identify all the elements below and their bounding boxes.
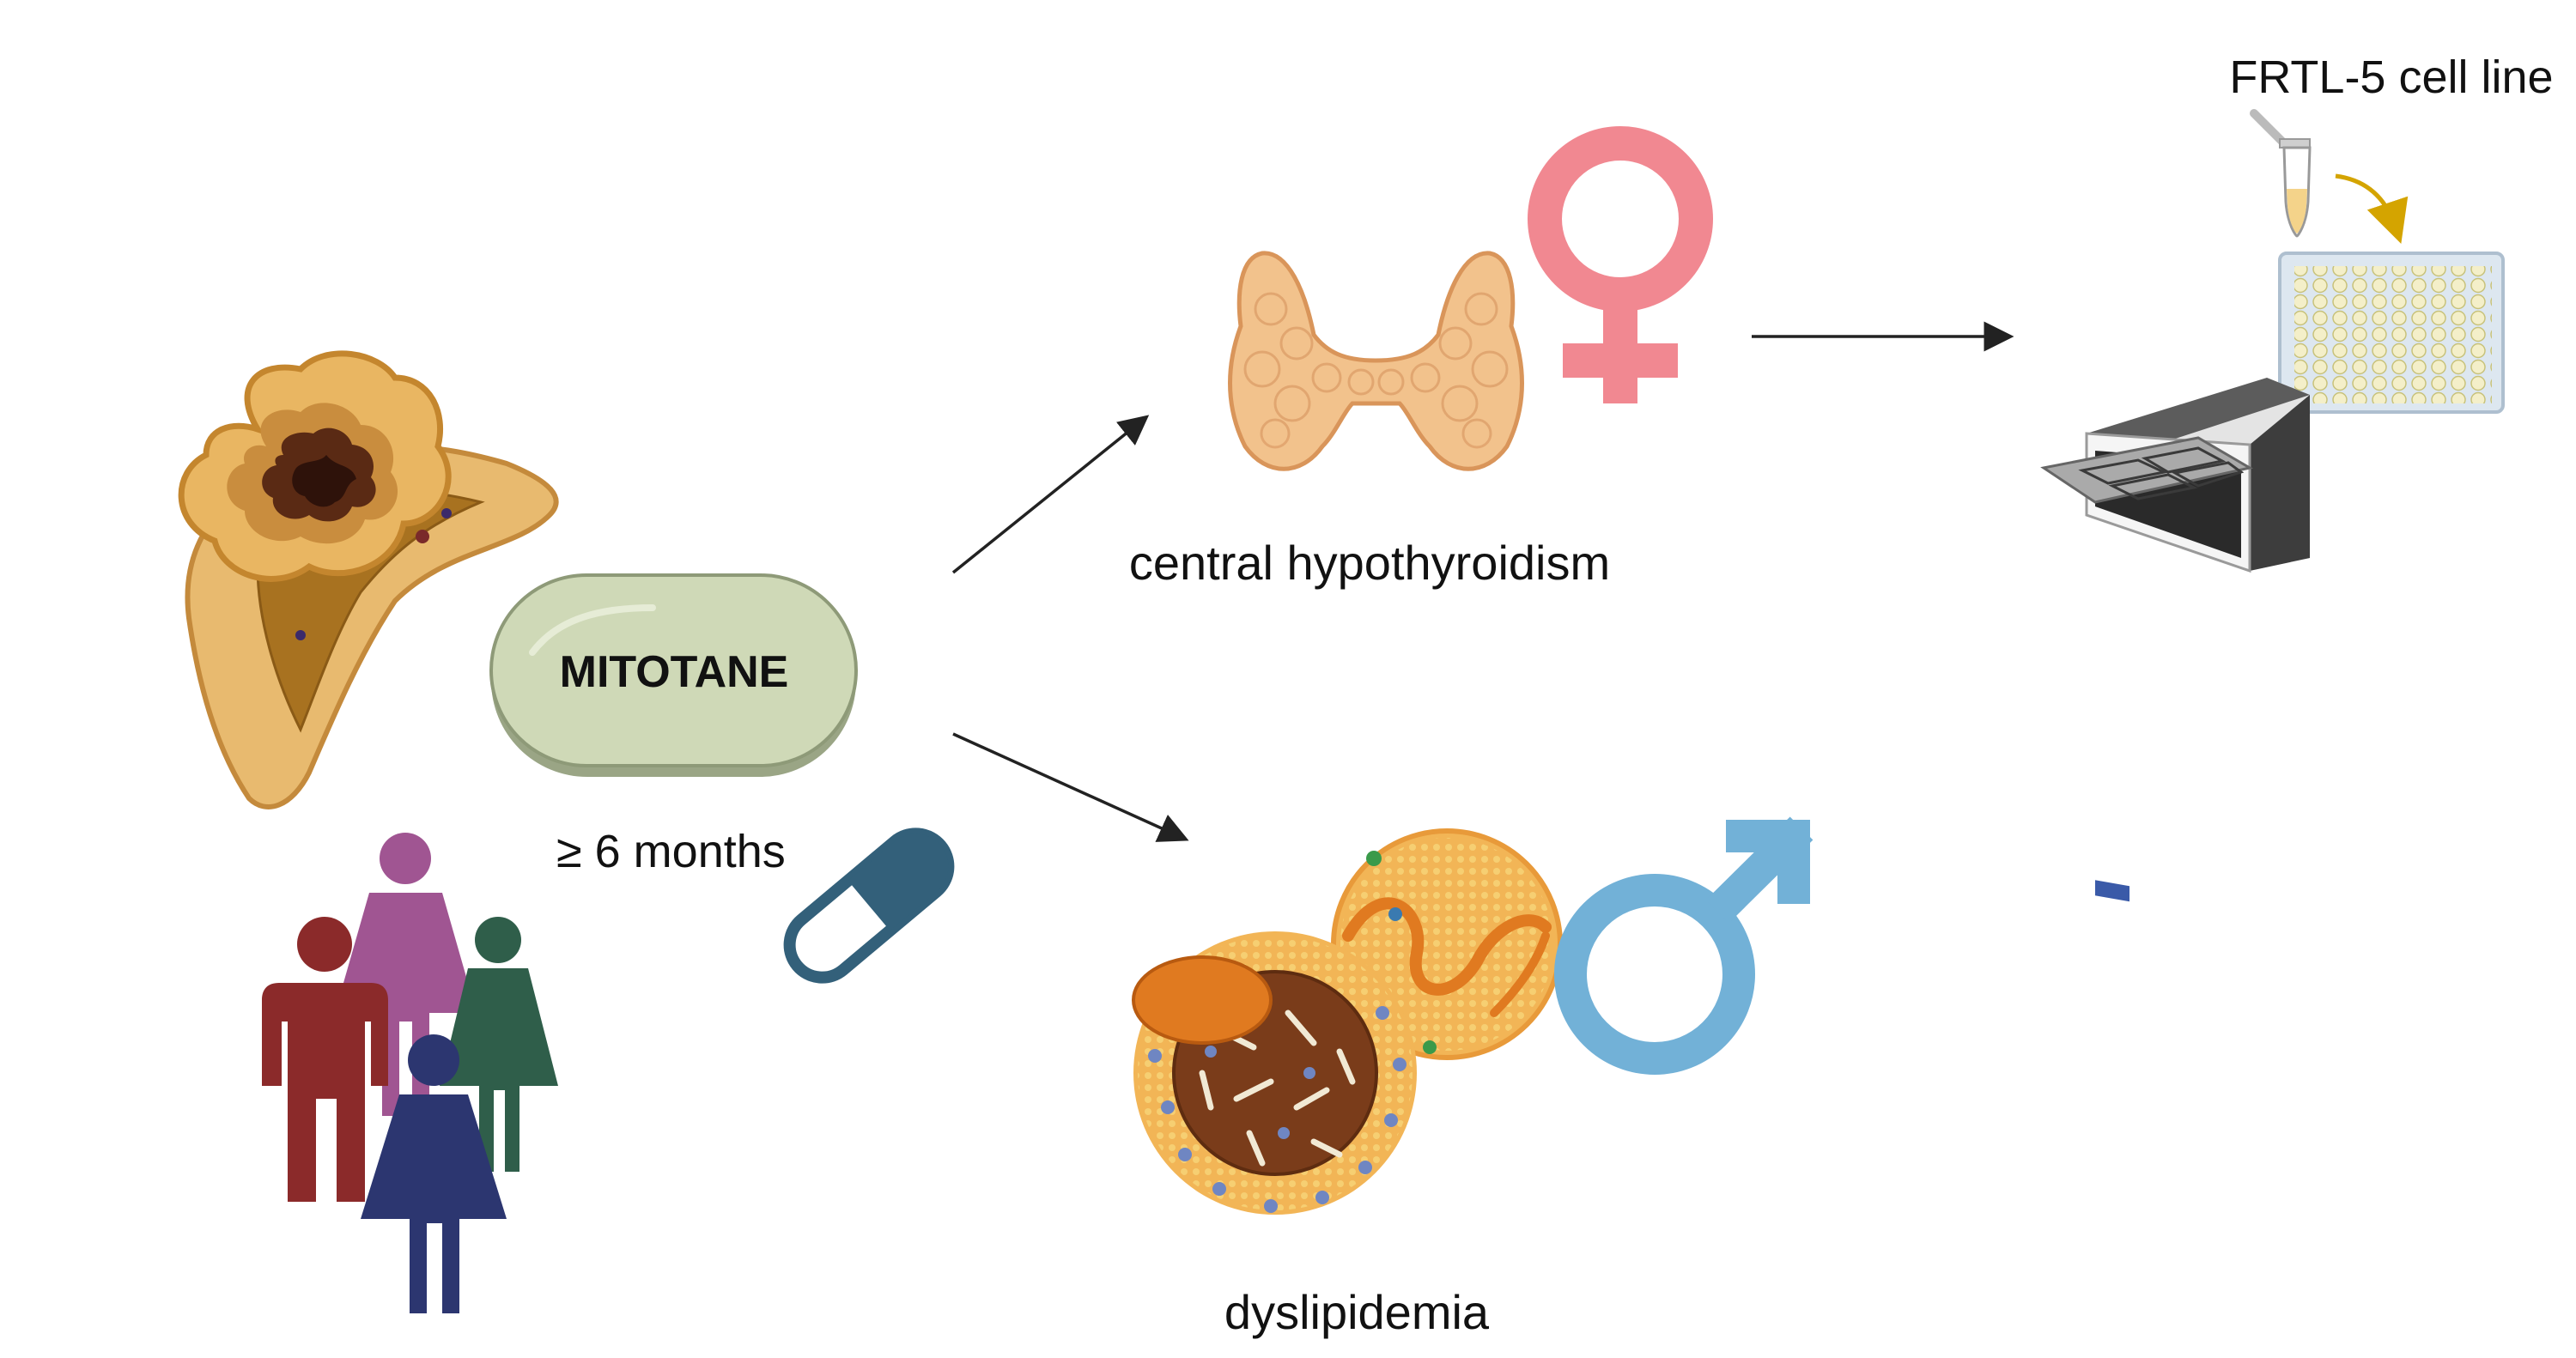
lipoprotein-small-icon <box>1132 931 1417 1215</box>
thyroid-outcome-label: central hypothyroidism <box>1129 536 1610 590</box>
lipid-outcome-label: dyslipidemia <box>1224 1285 1490 1339</box>
arrow-to-thyroid <box>951 415 1150 574</box>
person-female-navy-icon <box>361 1034 507 1313</box>
person-male-red-icon <box>262 917 388 1202</box>
thyroid-gland-icon <box>1228 251 1524 471</box>
mitotane-pill-icon <box>489 573 858 777</box>
person-female-purple-icon <box>335 833 477 1116</box>
female-symbol-icon <box>1528 126 1713 403</box>
well-plate-icon <box>2278 252 2505 414</box>
adrenal-tumor-icon <box>178 350 559 809</box>
pipette-tube-icon <box>2250 109 2312 238</box>
cell-line-label: FRTL-5 cell line <box>2229 52 2553 103</box>
patients-group-icon <box>262 833 558 1313</box>
arrow-to-lipids <box>952 732 1189 842</box>
drug-name: MITOTANE <box>560 647 789 697</box>
transfer-arrow <box>2335 173 2409 244</box>
incubator-icon <box>2040 378 2310 902</box>
male-symbol-icon <box>1554 816 1814 1075</box>
capsule-icon <box>783 828 955 984</box>
person-female-green-icon <box>440 917 558 1172</box>
treatment-duration: ≥ 6 months <box>556 826 786 877</box>
